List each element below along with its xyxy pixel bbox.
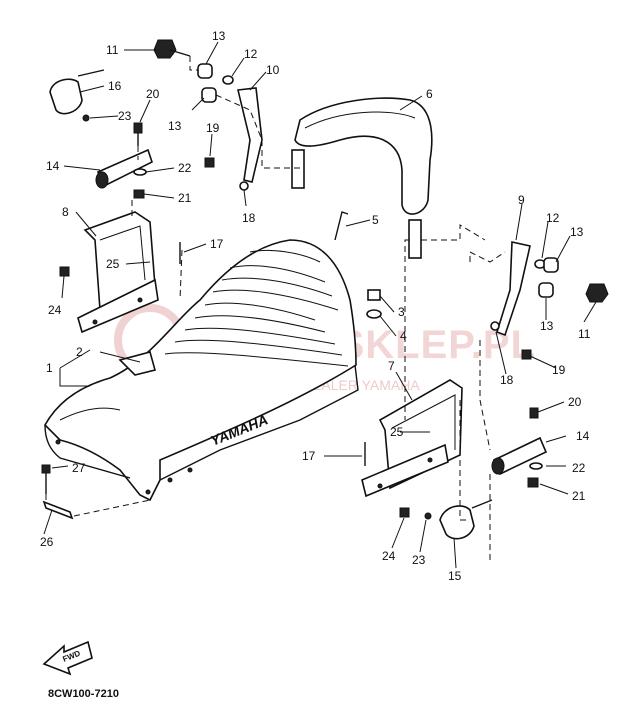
callout-21-right: 21: [572, 489, 586, 503]
callout-6: 6: [426, 87, 433, 101]
washer-18-right: [490, 321, 500, 331]
screw-23-left: [82, 114, 90, 122]
callout-3: 3: [398, 305, 405, 319]
spacer-right-top: [543, 257, 559, 273]
callout-1: 1: [46, 361, 53, 375]
callout-9: 9: [518, 193, 525, 207]
bolt-20-right: [529, 407, 539, 419]
forward-arrow-icon: FWD: [42, 640, 93, 676]
knob-bolt-right: [585, 283, 609, 303]
diagram-code: 8CW100-7210: [48, 688, 119, 700]
callout-27: 27: [72, 461, 86, 475]
callout-13-b: 13: [168, 119, 182, 133]
callout-17-left: 17: [210, 237, 224, 251]
nut-21-left: [133, 189, 145, 199]
callout-14-right: 14: [576, 429, 590, 443]
callout-5: 5: [372, 213, 379, 227]
callout-23-left: 23: [118, 109, 132, 123]
left-backrest-bracket: [77, 211, 159, 334]
callout-13-a: 13: [212, 29, 226, 43]
callout-8: 8: [62, 205, 69, 219]
backrest: [291, 97, 433, 259]
washer-18-left: [239, 181, 249, 191]
washer-4: [366, 309, 382, 319]
callout-25-right: 25: [390, 425, 404, 439]
bolt-27: [41, 464, 51, 474]
spacer-right-bottom: [538, 282, 554, 298]
callout-25-left: 25: [106, 257, 120, 271]
callout-11-left: 11: [106, 43, 119, 57]
callout-16: 16: [108, 79, 122, 93]
spacer-top: [197, 63, 213, 79]
callout-24-right: 24: [382, 549, 396, 563]
callout-12-left: 12: [244, 47, 258, 61]
washer-22-right: [529, 462, 543, 470]
knob-bolt-left: [153, 39, 177, 59]
pin-5: [334, 211, 349, 241]
bolt-24-right: [399, 507, 410, 518]
washer-12-left: [222, 75, 234, 85]
callout-13-c: 13: [570, 225, 584, 239]
callout-22-right: 22: [572, 461, 586, 475]
assembly-lines: [45, 56, 506, 560]
callout-7: 7: [388, 359, 395, 373]
callout-12-right: 12: [546, 211, 560, 225]
bolt-19-left: [204, 157, 215, 168]
callout-26: 26: [40, 535, 54, 549]
seat-emblem: [118, 351, 156, 376]
washer-22-left: [133, 168, 147, 176]
callout-18-right: 18: [500, 373, 514, 387]
callout-4: 4: [400, 329, 407, 343]
callout-23-right: 23: [412, 553, 426, 567]
callout-13-d: 13: [540, 319, 554, 333]
callout-14-left: 14: [46, 159, 60, 173]
callout-22-left: 22: [178, 161, 192, 175]
left-arm-link: [237, 87, 263, 183]
callout-21-left: 21: [178, 191, 192, 205]
bolt-19-right: [521, 349, 532, 360]
bolt-24-left: [59, 266, 70, 277]
spacer-mid: [201, 87, 217, 103]
callout-10: 10: [266, 63, 280, 77]
nut-21-right: [527, 477, 539, 488]
callout-20-right: 20: [568, 395, 582, 409]
callout-19-left: 19: [206, 121, 220, 135]
grip-left: [49, 78, 83, 115]
right-backrest-bracket: [361, 379, 463, 498]
callout-15: 15: [448, 569, 462, 583]
callout-18-left: 18: [242, 211, 256, 225]
callout-11-right: 11: [578, 327, 591, 341]
callout-17-right: 17: [302, 449, 316, 463]
plate-26: [42, 500, 74, 520]
nut-3: [367, 289, 381, 301]
callout-20-left: 20: [146, 87, 160, 101]
callout-19-right: 19: [552, 363, 566, 377]
screw-23-right: [424, 512, 432, 520]
leader-lines: [43, 41, 597, 569]
callout-2: 2: [76, 345, 83, 359]
callouts: 1 2 3 4 5 6 7 8 9 10 11 11 12 12 13 13 1…: [40, 29, 591, 583]
bolt-20-left: [133, 122, 143, 134]
callout-24-left: 24: [48, 303, 62, 317]
grip-right: [439, 505, 475, 540]
seat-assembly: YAMAHA: [44, 239, 359, 502]
right-arm-link: [496, 241, 531, 337]
